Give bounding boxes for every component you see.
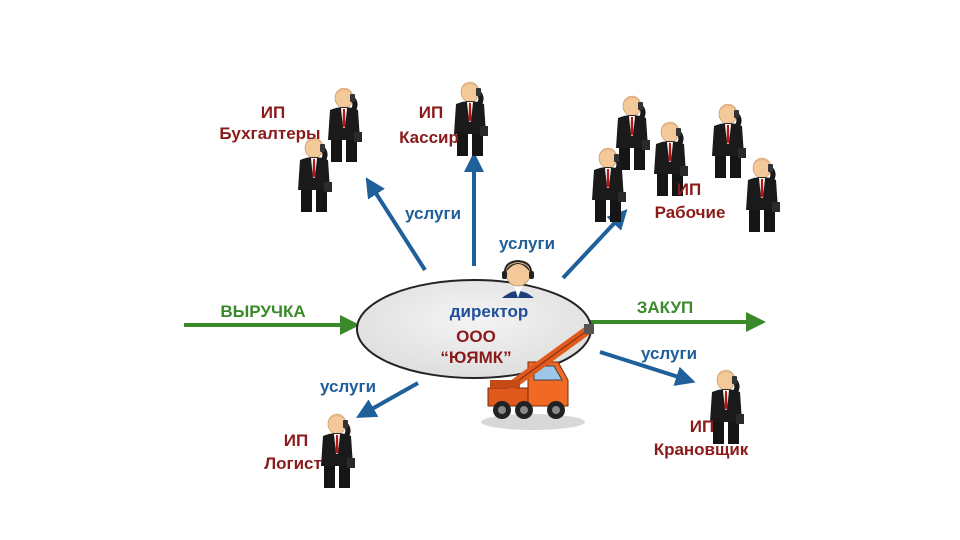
services-label-logistician: услуги bbox=[320, 377, 376, 396]
ip-label-cashier: ИП bbox=[419, 103, 443, 122]
services-arrow-accountants bbox=[365, 177, 427, 272]
ip-label-logistician: ИП bbox=[284, 431, 308, 450]
services-label-crane-operator: услуги bbox=[641, 344, 697, 363]
services-arrow-crane-operator bbox=[599, 350, 696, 386]
director-label: директор bbox=[450, 302, 528, 321]
role-label-logistician: Логист bbox=[264, 454, 322, 473]
role-label-crane-operator: Крановщик bbox=[654, 440, 749, 459]
role-label-workers: Рабочие bbox=[655, 203, 726, 222]
ip-label-workers: ИП bbox=[677, 180, 701, 199]
revenue-label: ВЫРУЧКА bbox=[220, 302, 305, 321]
businessman-icon bbox=[712, 104, 746, 178]
businessman-icon bbox=[328, 88, 362, 162]
ip-label-accountants: ИП bbox=[261, 103, 285, 122]
services-label-accountants: услуги bbox=[405, 204, 461, 223]
businessman-icon bbox=[454, 82, 488, 156]
businessman-icon bbox=[616, 96, 650, 170]
ip-label-crane-operator: ИП bbox=[690, 417, 714, 436]
org-form-label: ООО bbox=[456, 327, 496, 346]
businessman-icon bbox=[710, 370, 744, 444]
businessman-icon bbox=[321, 414, 355, 488]
services-arrow-workers bbox=[561, 209, 628, 280]
services-arrow-logistician bbox=[356, 381, 419, 418]
company-name-label: “ЮЯМК” bbox=[440, 348, 511, 367]
purchase-label: ЗАКУП bbox=[637, 298, 694, 317]
crane-truck-icon bbox=[481, 324, 594, 430]
role-label-cashier: Кассир bbox=[399, 128, 459, 147]
services-label-cashier: услуги bbox=[499, 234, 555, 253]
role-label-accountants: Бухгалтеры bbox=[219, 124, 320, 143]
businessman-icon bbox=[746, 158, 780, 232]
businessman-icon bbox=[298, 138, 332, 212]
director-avatar-icon bbox=[502, 259, 534, 298]
